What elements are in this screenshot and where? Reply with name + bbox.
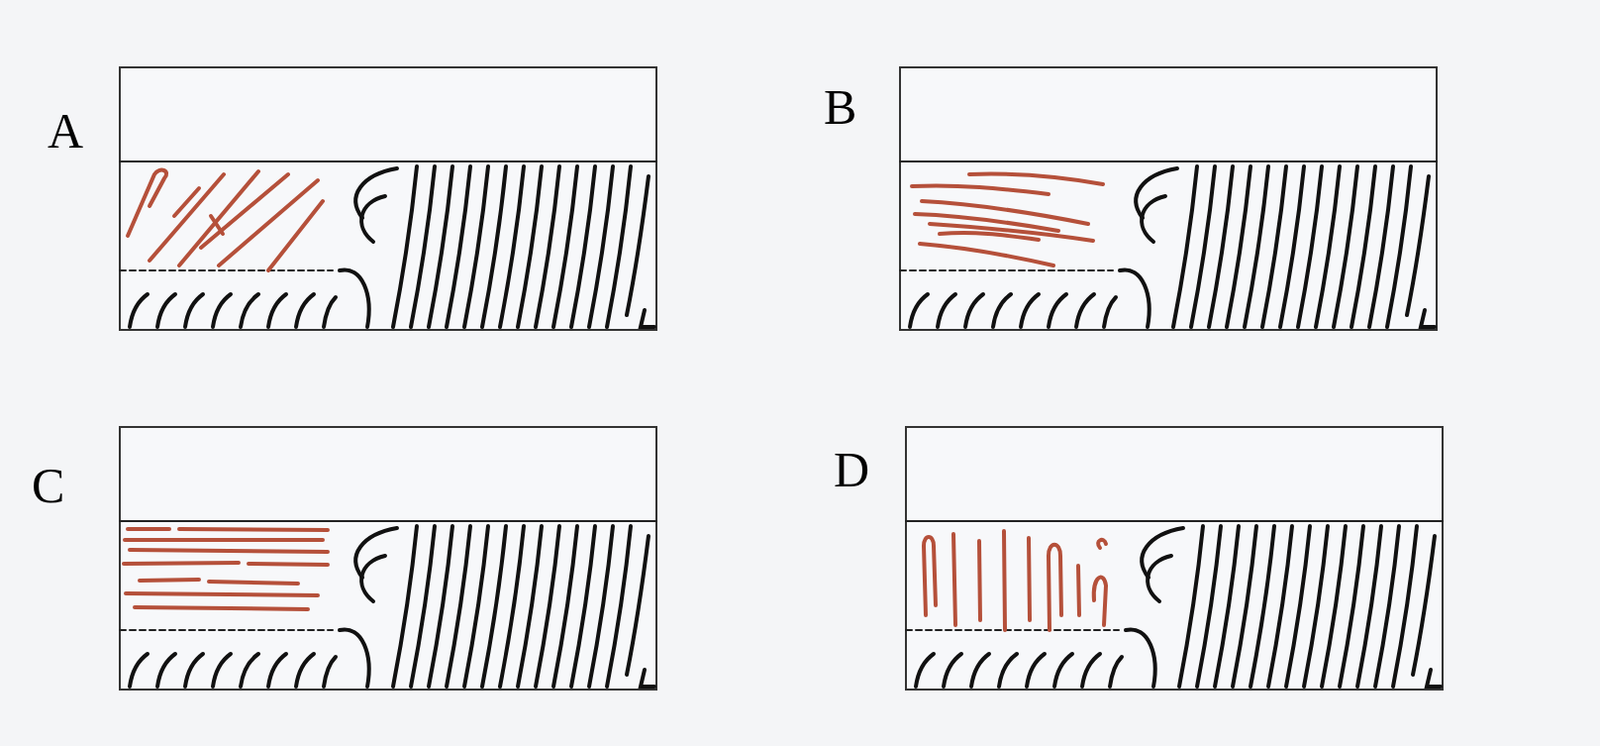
panel-d — [905, 426, 1443, 690]
panel-label: D — [833, 444, 870, 495]
panel-b — [900, 67, 1437, 330]
panel-c — [119, 426, 657, 690]
panel-label: B — [823, 82, 857, 132]
panel-a — [119, 67, 657, 330]
panel-label: A — [47, 105, 84, 156]
panel-label: C — [31, 460, 65, 510]
